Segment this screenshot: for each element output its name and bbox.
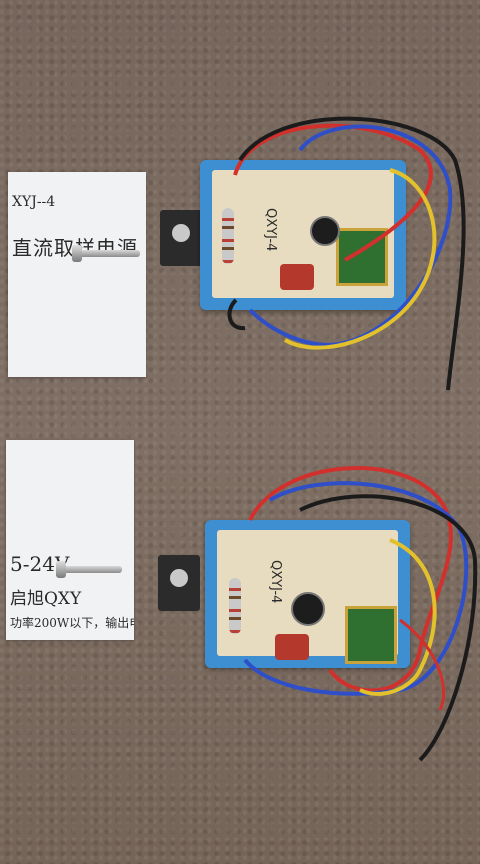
pcb-board-top: QXYJ-4	[200, 160, 406, 310]
wire-red-top	[233, 123, 433, 262]
capacitor-bottom	[275, 634, 309, 660]
transformer-top	[336, 228, 388, 286]
paper-label-top: XYJ--4 直流取样电源	[8, 172, 146, 377]
wire-blue-top	[248, 124, 453, 348]
screw-top	[72, 245, 140, 262]
paper-bottom-line3: 功率200W以下，输出电	[10, 616, 134, 630]
paper-label-bottom: 5-24V 启旭QXY 功率200W以下，输出电	[6, 440, 134, 640]
screw-bottom	[56, 561, 122, 578]
electrolytic-cap-top	[310, 216, 340, 246]
wire-yellow-top	[284, 168, 437, 350]
wire-black-top-2	[227, 298, 246, 331]
electrolytic-cap-bottom	[291, 592, 325, 626]
resistor-top	[222, 208, 234, 264]
paper-top-line1: XYJ--4	[12, 194, 56, 210]
wire-black-bottom	[299, 494, 478, 762]
transistor-heatsink-top	[160, 210, 202, 266]
transformer-bottom	[345, 606, 397, 664]
wire-red-bottom	[248, 465, 453, 693]
wire-red-bottom-2	[399, 618, 446, 711]
wire-blue-bottom	[243, 481, 469, 696]
resistor-bottom	[229, 578, 241, 634]
paper-bottom-line2: 启旭QXY	[10, 589, 82, 609]
wire-yellow-bottom	[359, 538, 437, 696]
wire-black-top	[238, 116, 466, 391]
pcb-board-bottom: QXYJ-4	[205, 520, 410, 668]
capacitor-top	[280, 264, 314, 290]
transistor-heatsink-bottom	[158, 555, 200, 611]
